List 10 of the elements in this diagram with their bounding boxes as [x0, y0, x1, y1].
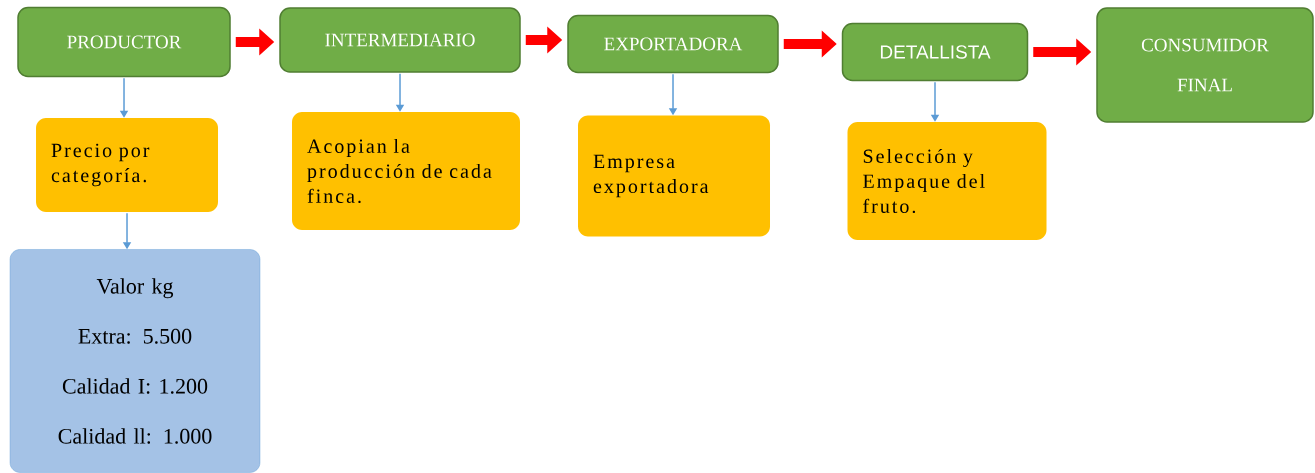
process-box: PRODUCTOR	[17, 6, 231, 78]
note-box: Empresa exportadora	[578, 115, 770, 237]
process-box: CONSUMIDOR FINAL	[1096, 7, 1314, 123]
price-box: Valor kg Extra: 5.500 Calidad I: 1.200 Calidad ll: 1.000	[9, 249, 261, 473]
process-box: EXPORTADORA	[567, 14, 779, 74]
note-box: Acopian la producción de cada finca.	[292, 112, 520, 230]
note-box: Precio por categoría.	[36, 118, 218, 212]
note-box: Selección y Empaque del fruto.	[847, 122, 1047, 240]
process-box: INTERMEDIARIO	[279, 7, 521, 73]
process-box: DETALLISTA	[841, 22, 1029, 82]
